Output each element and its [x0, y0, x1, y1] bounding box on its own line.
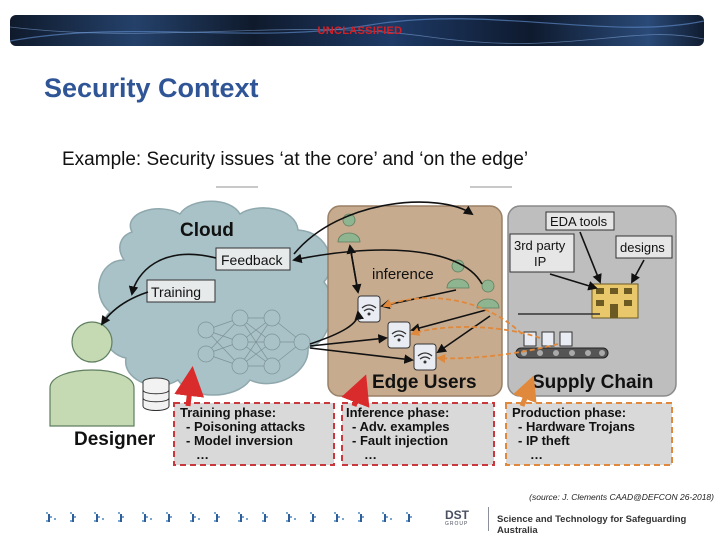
- conveyor-belt-icon: [515, 313, 609, 359]
- production-phase-title: Production phase:: [512, 405, 626, 420]
- training-phase-title: Training phase:: [180, 405, 276, 420]
- database-icon: [142, 377, 170, 411]
- attack-arrow-training: [174, 366, 205, 407]
- designs-box: [615, 235, 673, 259]
- third-party-ip-box: [509, 233, 575, 273]
- third-party-ip-label-line2: IP: [534, 254, 546, 269]
- banner-swirl-decoration: [10, 18, 704, 44]
- edge-device-icon: [357, 295, 381, 323]
- footer-divider: [488, 507, 489, 531]
- top-banner: [10, 15, 704, 46]
- flow-arrows: [100, 201, 645, 364]
- inference-phase-item: - Fault injection: [352, 433, 448, 448]
- production-phase-item: - IP theft: [518, 433, 570, 448]
- edge-users-panel: [327, 205, 503, 397]
- training-phase-item: - Poisoning attacks: [186, 419, 305, 434]
- eda-tools-label: EDA tools: [550, 214, 608, 229]
- page-title: Security Context: [44, 73, 259, 103]
- designer-label: Designer: [74, 429, 156, 450]
- inference-label: inference: [372, 266, 434, 283]
- designer-person-icon: [49, 321, 135, 427]
- cloud-label: Cloud: [180, 220, 234, 241]
- edge-device-icon: [413, 343, 437, 371]
- feedback-box: [215, 247, 291, 271]
- inference-phase-item: - Adv. examples: [352, 419, 450, 434]
- training-phase-item: - Model inversion: [186, 433, 293, 448]
- inference-phase-title: Inference phase:: [346, 405, 449, 420]
- training-phase-box: [173, 402, 335, 466]
- eda-tools-box: [545, 211, 615, 231]
- supply-dashed-arrows: [382, 297, 559, 363]
- slide-subtitle: Example: Security issues ‘at the core’ a…: [62, 149, 529, 170]
- attack-arrow-production: [513, 375, 537, 407]
- training-phase-ellipsis: …: [196, 447, 209, 462]
- production-phase-box: [505, 402, 673, 466]
- feedback-label: Feedback: [221, 252, 283, 268]
- production-phase-item: - Hardware Trojans: [518, 419, 635, 434]
- security-diagram: Cloud Feedback Training Edge Users infer…: [49, 186, 677, 466]
- dst-logo: DST GROUP: [445, 509, 481, 527]
- user-icon: [337, 213, 361, 243]
- inference-phase-box: [341, 402, 495, 466]
- designs-label: designs: [620, 240, 665, 255]
- classification-label: UNCLASSIFIED: [317, 25, 403, 37]
- footer-tagline: Science and Technology for Safeguarding …: [497, 514, 687, 536]
- footer-decoration: [46, 512, 412, 522]
- dst-logo-subtext: GROUP: [445, 521, 469, 527]
- production-phase-ellipsis: …: [530, 447, 543, 462]
- training-box: [146, 279, 216, 303]
- user-icon: [446, 259, 470, 289]
- neural-network-icon: [197, 309, 311, 375]
- training-label: Training: [151, 284, 201, 300]
- attack-arrow-inference: [341, 374, 370, 408]
- source-note: (source: J. Clements CAAD@DEFCON 26-2018…: [529, 492, 714, 502]
- inference-phase-ellipsis: …: [364, 447, 377, 462]
- dst-logo-text: DST: [445, 508, 469, 522]
- edge-device-icon: [387, 321, 411, 349]
- third-party-ip-label-line1: 3rd party: [514, 238, 566, 253]
- supply-chain-label: Supply Chain: [532, 372, 653, 393]
- factory-icon: [591, 283, 639, 319]
- user-icon: [476, 279, 500, 309]
- edge-users-label: Edge Users: [372, 372, 477, 393]
